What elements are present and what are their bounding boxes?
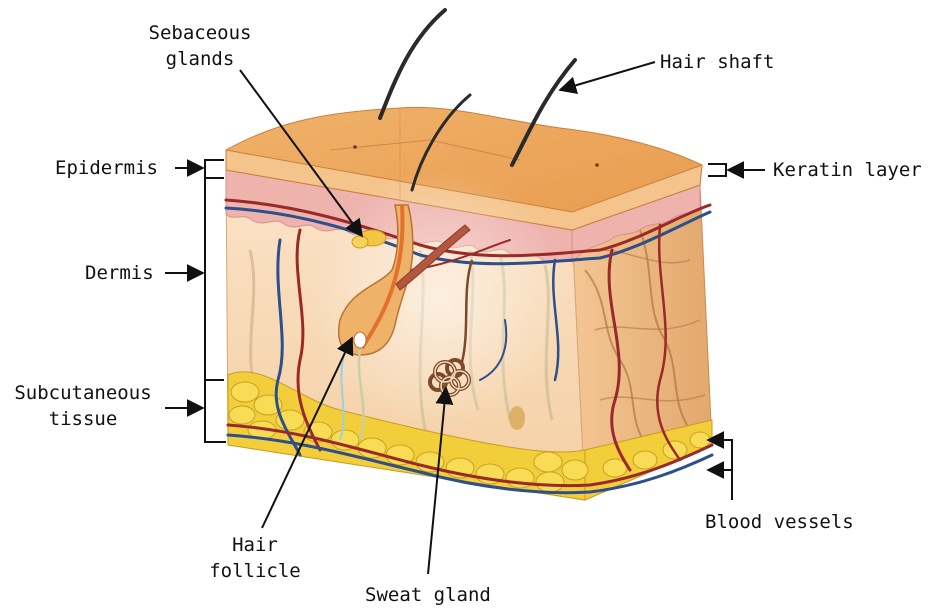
hair-follicle-label: Hair follicle: [195, 532, 315, 584]
subcutaneous-tissue-label: Subcutaneous tissue: [8, 380, 158, 432]
subcutaneous-tissue-bracket: [205, 380, 226, 442]
blood-vessels-label: Blood vessels: [705, 509, 854, 535]
hair-follicle-label-line2: follicle: [195, 558, 315, 584]
blood-vessels-pointer-lower: [708, 470, 732, 500]
dermis-label: Dermis: [85, 260, 154, 286]
sensory-corpuscle: [509, 406, 525, 430]
subcutaneous-tissue-label-line1: Subcutaneous: [8, 380, 158, 406]
hair-shaft-pointer: [560, 62, 655, 90]
sweat-gland-label: Sweat gland: [365, 582, 491, 608]
sebaceous-glands-label: Sebaceous glands: [140, 20, 260, 72]
sebaceous-glands-label-line2: glands: [140, 46, 260, 72]
epidermis-bracket: [205, 160, 224, 178]
keratin-layer-label: Keratin layer: [773, 157, 922, 183]
epidermis-label: Epidermis: [55, 155, 158, 181]
subcutaneous-tissue-label-line2: tissue: [8, 406, 158, 432]
dermis-bracket: [205, 178, 224, 380]
hair-follicle-label-line1: Hair: [195, 532, 315, 558]
keratin-layer-bracket: [708, 164, 726, 176]
sebaceous-glands-label-line1: Sebaceous: [140, 20, 260, 46]
hair-shaft-label: Hair shaft: [660, 49, 774, 75]
